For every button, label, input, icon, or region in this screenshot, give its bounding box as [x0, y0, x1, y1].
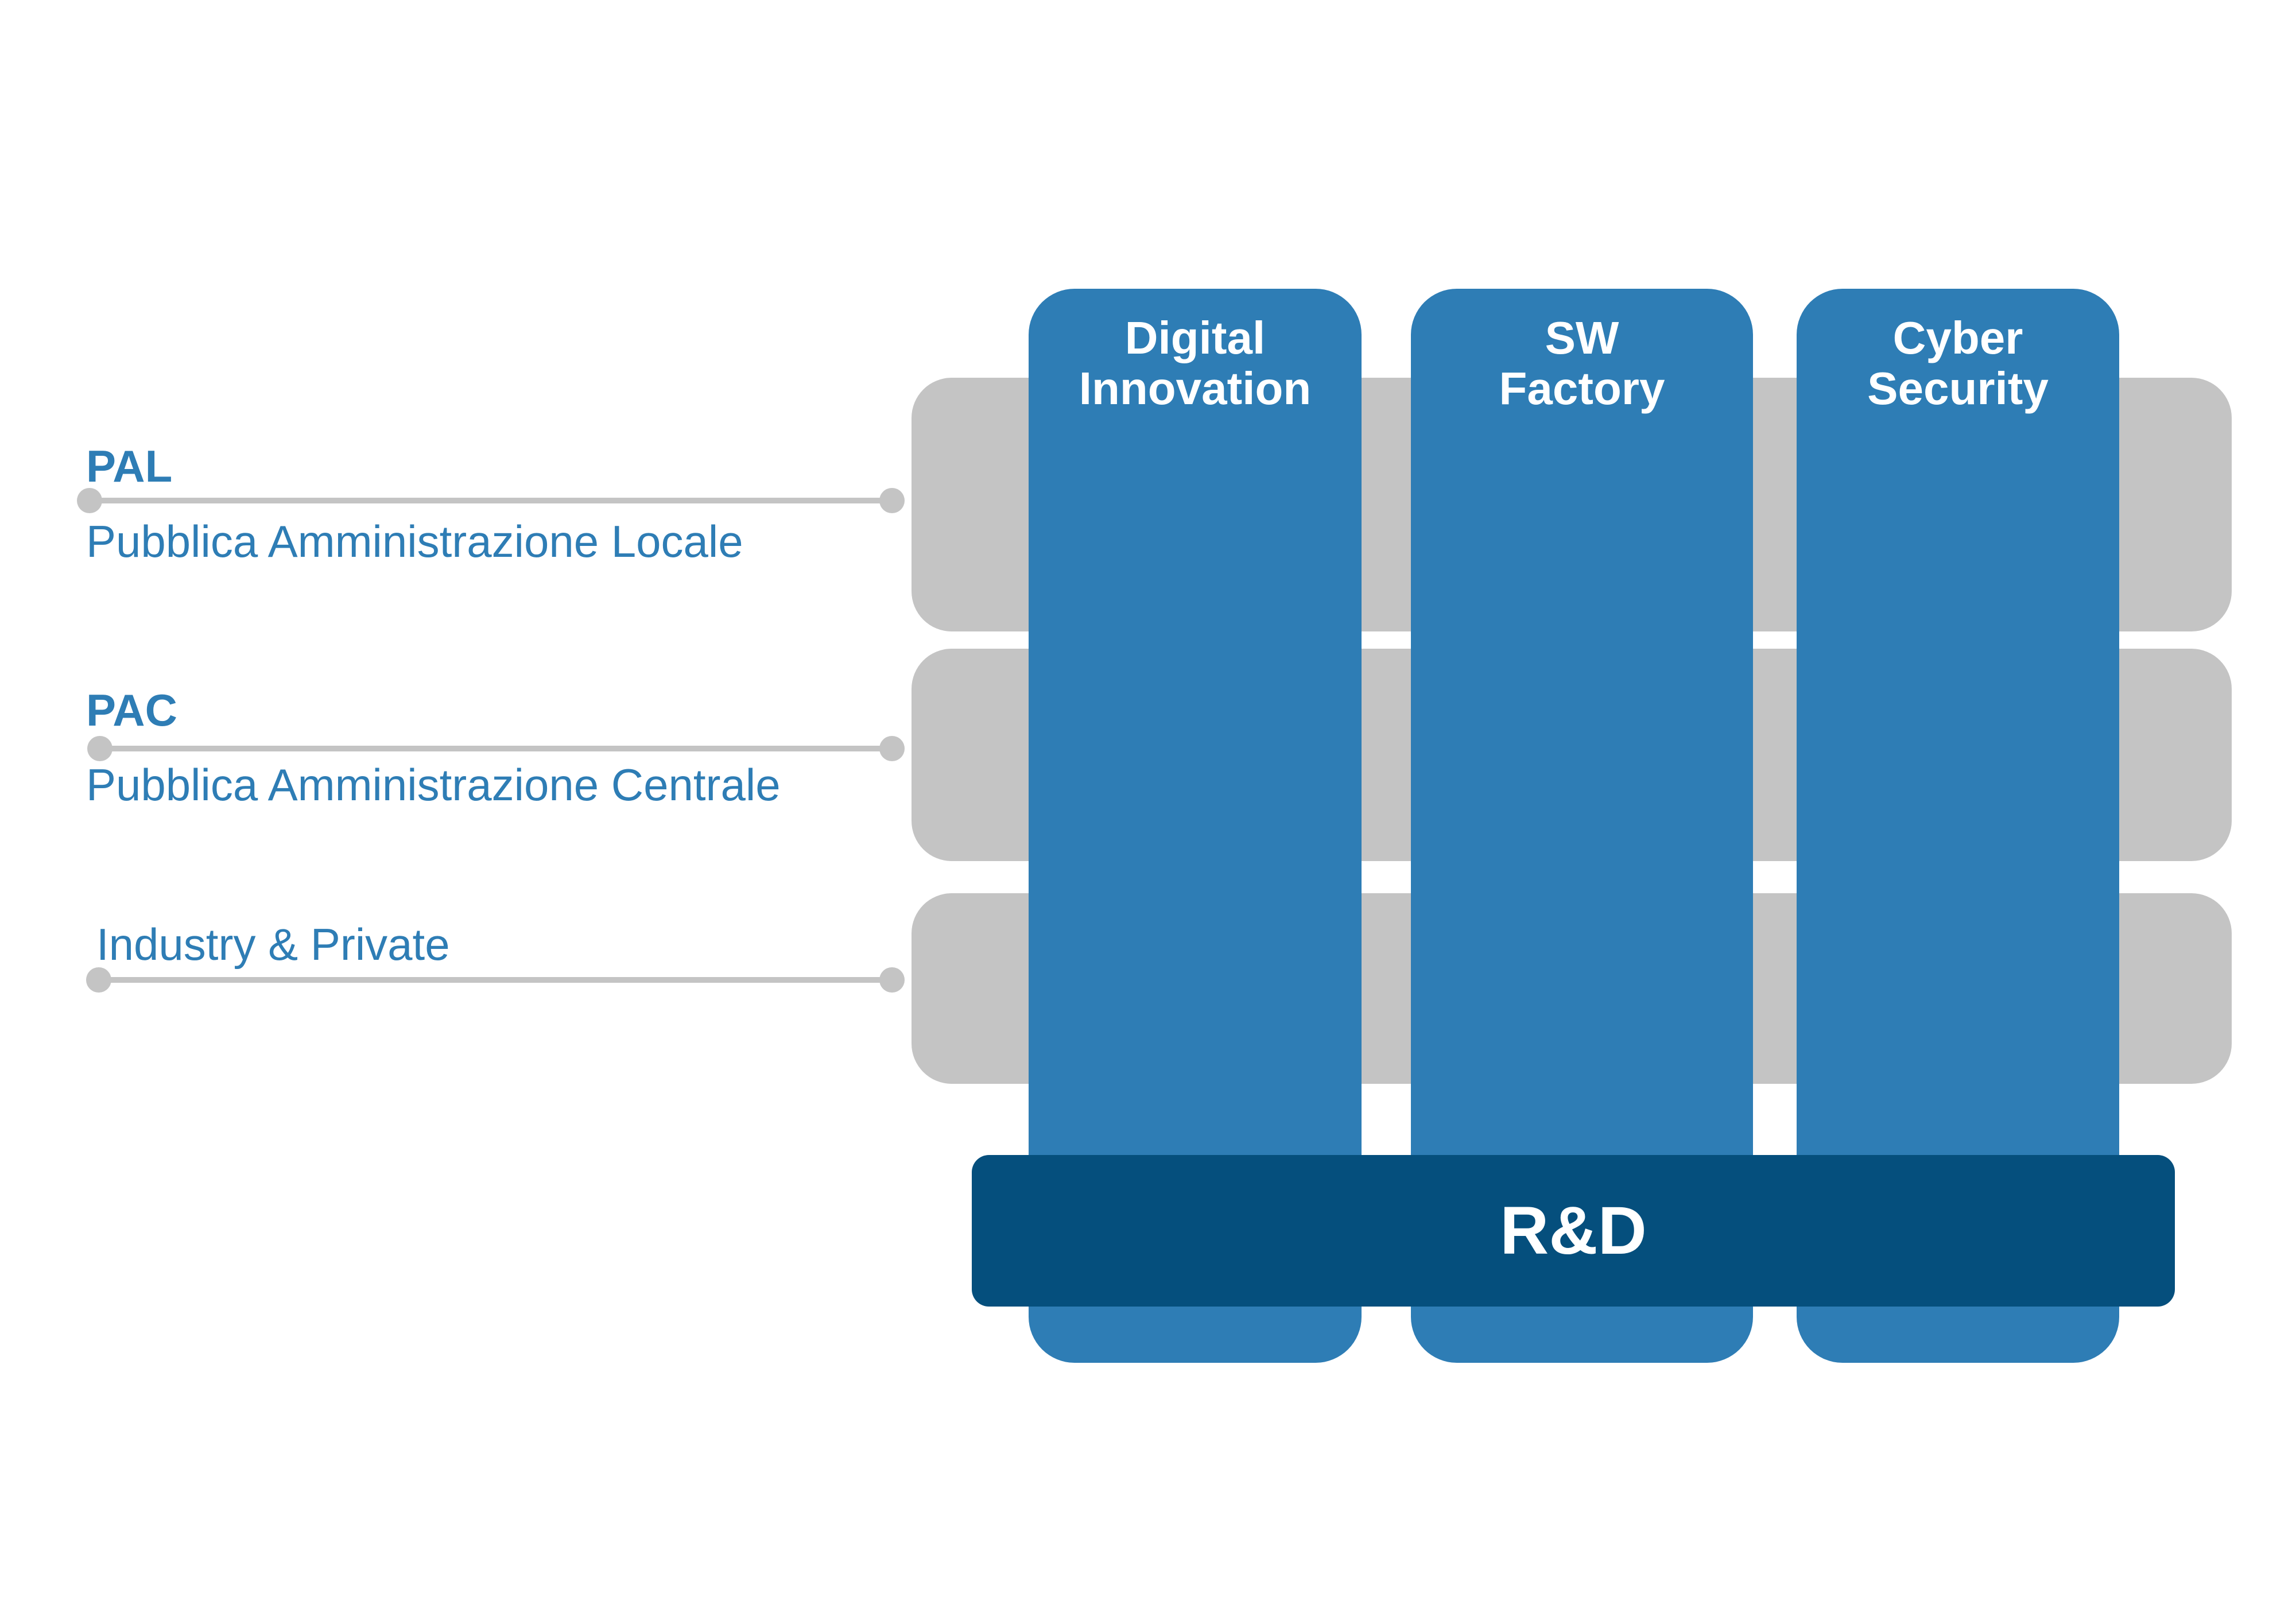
connector-dot-left	[77, 488, 102, 513]
connector-dot-right	[879, 736, 905, 761]
foundation-bar-rnd: R&D	[972, 1155, 2175, 1307]
sector-abbr-pac: PAC	[86, 685, 177, 735]
sector-name-pac: Pubblica Amministrazione Centrale	[86, 759, 781, 810]
sector-abbr-pal: PAL	[86, 441, 173, 491]
column-label-line2: Factory	[1499, 363, 1665, 414]
column-label-line2: Security	[1867, 363, 2049, 414]
sector-name-industry: Industry & Private	[96, 919, 450, 970]
connector-dot-right	[879, 967, 905, 993]
connector-line-pal	[90, 498, 892, 503]
column-label-line1: Digital	[1124, 312, 1266, 363]
connector-dot-left	[86, 967, 111, 993]
connector-dot-right	[879, 488, 905, 513]
connector-dot-left	[87, 736, 113, 761]
column-label-line2: Innovation	[1079, 363, 1312, 414]
connector-line-pac	[100, 746, 892, 751]
foundation-label: R&D	[1500, 1193, 1647, 1269]
sector-name-pal: Pubblica Amministrazione Locale	[86, 516, 743, 567]
connector-line-industry	[99, 977, 892, 983]
column-label-line1: SW	[1545, 312, 1619, 363]
column-label-line1: Cyber	[1892, 312, 2023, 363]
